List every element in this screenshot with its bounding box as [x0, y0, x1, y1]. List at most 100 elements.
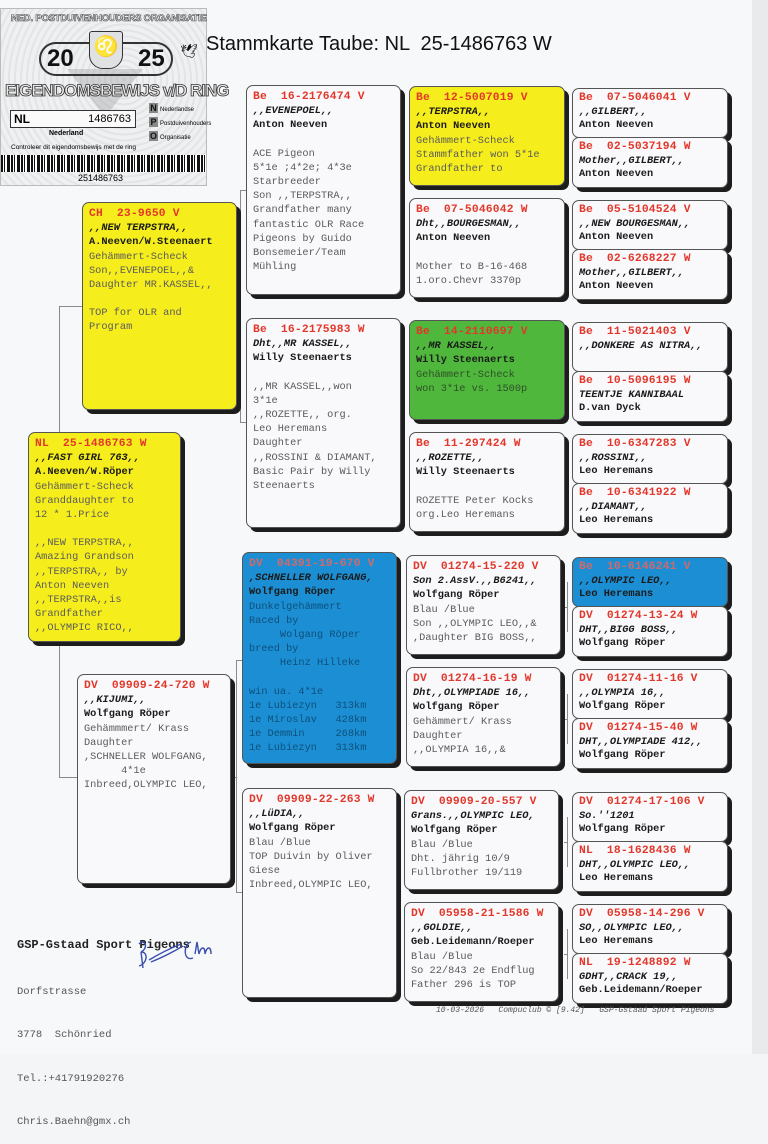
pigeon-name: Mother,,GILBERT,, — [579, 266, 685, 279]
connector-line — [236, 660, 237, 892]
card-note: Stammfather won 5*1e — [416, 148, 540, 161]
connector-line — [567, 459, 568, 509]
owner-name: D.van Dyck — [579, 402, 641, 414]
card-note: ,,ROZETTE,, org. — [253, 409, 352, 422]
ring-number: Be 16-2176474 V — [253, 91, 365, 103]
connector-line — [564, 484, 567, 485]
pigeon-card-ddd: DV 05958-21-1586 W,,GOLDIE,,Geb.Leideman… — [404, 902, 559, 1002]
ring-number: DV 01274-16-19 W — [413, 673, 532, 685]
ring-number: DV 04391-19-670 V — [249, 558, 375, 570]
pigeon-card-g7: Be 10-6347283 V,,ROSSINI,,Leo Heremans — [572, 434, 728, 484]
connector-line — [564, 372, 567, 373]
owner-name: Anton Neeven — [416, 232, 491, 245]
owner-name: A.Neeven/W.Steenaert — [89, 236, 213, 249]
card-note: Gehämmert-Scheck — [89, 250, 188, 263]
ring-number: DV 05958-14-296 V — [579, 908, 705, 920]
card-note: Daughter — [253, 437, 303, 450]
card-note: Inbreed,OLYMPIC LEO, — [84, 779, 208, 792]
breeder-city: 3778 Schönried — [17, 1029, 112, 1041]
card-note: Raced by — [249, 614, 299, 627]
barcode — [1, 155, 206, 172]
card-note: fantastic OLR Race — [253, 218, 365, 231]
card-note: Starbreeder — [253, 176, 321, 189]
card-note: Father 296 is TOP — [411, 979, 517, 992]
card-note: Grandfather to — [416, 163, 503, 176]
pigeon-name: ,,GILBERT,, — [579, 105, 647, 118]
connector-line — [564, 138, 567, 139]
ring-number: NL 19-1248892 W — [579, 957, 691, 969]
card-note: 1.oro.Chevr 3370p — [416, 274, 522, 287]
pigeon-name: Dht,,OLYMPIADE 16,, — [413, 687, 531, 700]
owner-name: Wolfgang Röper — [413, 589, 500, 602]
card-note: Inbreed,OLYMPIC LEO, — [249, 879, 373, 892]
card-note — [416, 480, 558, 494]
card-note: Gehämmert/ Krass — [413, 715, 512, 728]
connector-line — [403, 370, 404, 482]
connector-line — [240, 190, 246, 191]
card-note: Heinz Hilleke — [249, 657, 361, 670]
pigeon-name: ,,FAST GIRL 763,, — [35, 452, 141, 465]
owner-name: Anton Neeven — [579, 168, 654, 180]
connector-line — [567, 225, 568, 275]
handwritten-signature — [138, 941, 212, 969]
card-note: ,,OLYMPIA 16,,& — [413, 744, 506, 757]
pigeon-card-g5: Be 11-5021403 V,,DONKERE AS NITRA,, — [572, 322, 728, 372]
card-note: Dht. jährig 10/9 — [411, 852, 510, 865]
card-note: Gehämmert-Scheck — [416, 368, 515, 381]
card-note: Basic Pair by Willy — [253, 465, 371, 478]
breeder-street: Dorfstrasse — [17, 985, 87, 998]
card-note: ,SCHNELLER WOLFGANG, — [84, 751, 208, 764]
connector-line — [403, 136, 404, 248]
pigeon-card-g3: Be 05-5104524 V,,NEW BOURGESMAN,,Anton N… — [572, 200, 728, 250]
card-note: Dunkelgehämmert — [249, 600, 342, 613]
owner-name: Wolfgang Röper — [84, 708, 171, 721]
connector-line — [59, 306, 82, 307]
owner-name: Wolfgang Röper — [579, 749, 666, 761]
pigeon-name: Dht,,BOURGESMAN,, — [416, 218, 522, 231]
card-note — [35, 522, 174, 536]
owner-name: Willy Steenaerts — [416, 354, 515, 367]
pigeon-name: ,,MR KASSEL,, — [416, 340, 497, 353]
pigeon-name: So.''1201 — [579, 809, 635, 822]
card-note — [416, 246, 558, 260]
breeder-email: Chris.Baehn@gmx.ch — [17, 1116, 131, 1128]
ring-number: DV 01274-11-16 V — [579, 673, 698, 685]
certificate-year-left: 20 — [47, 45, 74, 72]
connector-line — [401, 422, 403, 423]
ownership-certificate: NED. POSTDUIVENHOUDERS ORGANISATIE 20 25… — [0, 8, 230, 186]
pigeon-card-g1: Be 07-5046041 V,,GILBERT,,Anton Neeven — [572, 88, 728, 138]
owner-name: Leo Heremans — [579, 872, 654, 884]
owner-name: Leo Heremans — [579, 514, 654, 526]
card-note: Blau /Blue — [413, 603, 475, 616]
certificate-organisation: NED. POSTDUIVENHOUDERS ORGANISATIE — [11, 13, 208, 25]
card-note: 4*1e — [84, 765, 146, 778]
owner-name: Wolfgang Röper — [579, 823, 666, 835]
pigeon-name: ,,GOLDIE,, — [411, 922, 473, 935]
pigeon-name: ,,EVENEPOEL,, — [253, 105, 334, 118]
owner-name: Anton Neeven — [579, 119, 654, 131]
card-note: Son ,,TERPSTRA,, — [253, 190, 352, 203]
card-note: Son ,,OLYMPIC LEO,,& — [413, 617, 537, 630]
connector-line — [398, 840, 399, 952]
connector-line — [567, 929, 568, 979]
ring-number: Be 10-6347283 V — [579, 438, 691, 450]
pigeon-name: GDHT,,CRACK 19,, — [579, 970, 678, 983]
pigeon-name: Mother,,GILBERT,, — [579, 154, 685, 167]
card-note: Anton Neeven — [35, 579, 110, 592]
owner-name: Wolfgang Röper — [411, 824, 498, 837]
connector-line — [567, 817, 568, 867]
owner-name: Wolfgang Röper — [249, 586, 336, 599]
ring-number: Be 11-297424 W — [416, 438, 521, 450]
scan-edge — [752, 0, 768, 1054]
pigeon-name: Grans.,,OLYMPIC LEO, — [411, 810, 535, 823]
certificate-triangle — [67, 69, 143, 117]
card-note — [253, 133, 394, 147]
card-note: win ua. 4*1e — [249, 685, 324, 698]
pigeon-card-ds: DV 04391-19-670 V,SCHNELLER WOLFGANG,Wol… — [242, 552, 397, 764]
card-note: Fullbrother 19/119 — [411, 867, 523, 880]
